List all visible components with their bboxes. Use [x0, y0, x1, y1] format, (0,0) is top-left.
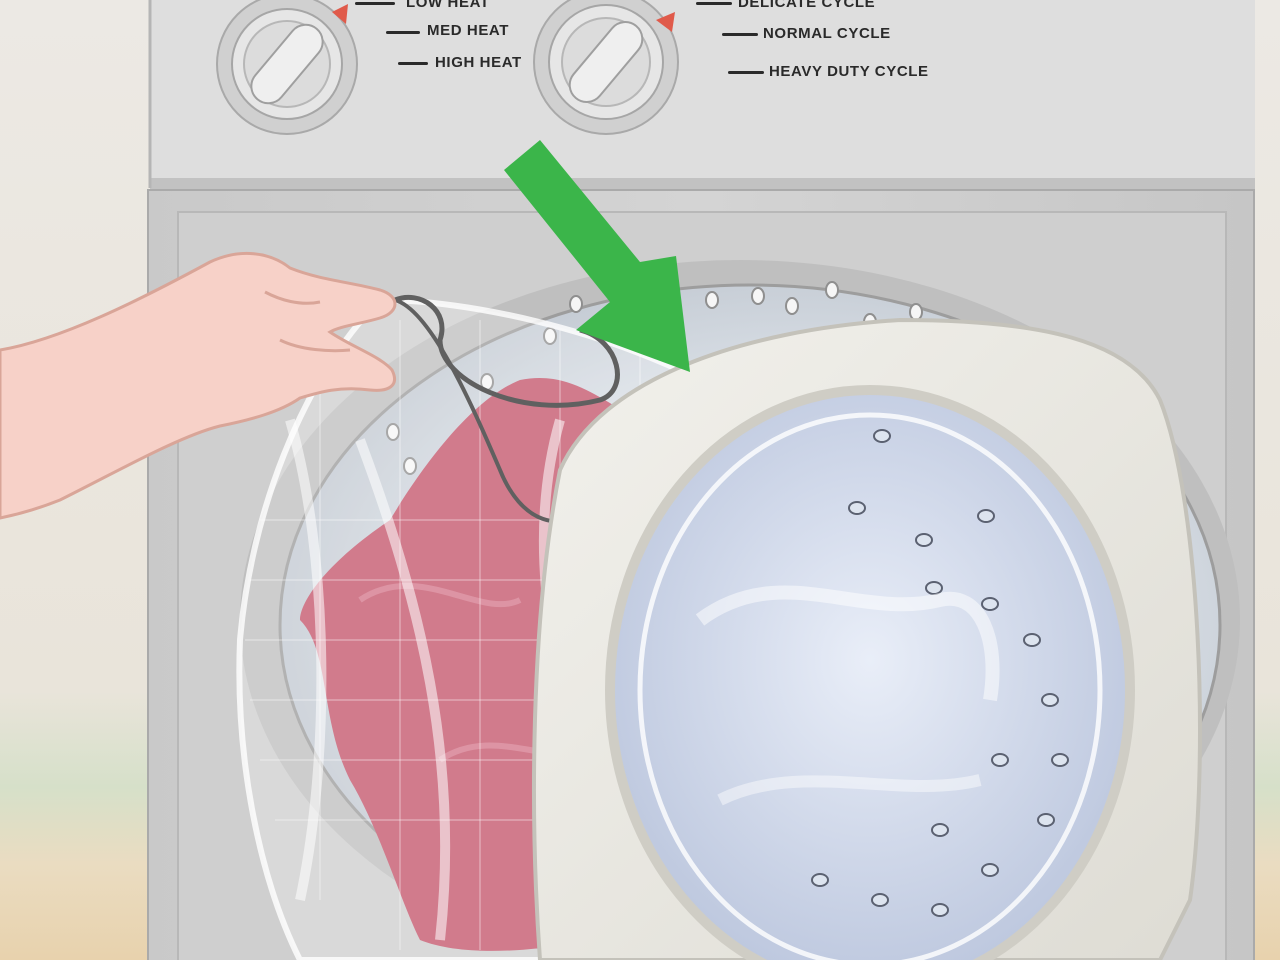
- heat-option-high: HIGH HEAT: [435, 54, 522, 71]
- cycle-dial[interactable]: [533, 0, 679, 135]
- washer-door[interactable]: [532, 317, 1202, 960]
- cycle-option-heavy-duty: HEAVY DUTY CYCLE: [769, 63, 929, 80]
- downward-arrow-icon: [504, 140, 690, 372]
- hand: [0, 251, 397, 520]
- dial-marker-icon: [332, 4, 348, 24]
- cycle-option-normal: NORMAL CYCLE: [763, 25, 891, 42]
- label-tick: [728, 71, 764, 74]
- label-tick: [398, 62, 428, 65]
- dial-marker-icon: [656, 12, 675, 32]
- heat-option-low: LOW HEAT: [406, 0, 490, 11]
- heat-dial[interactable]: [216, 0, 358, 135]
- door-window: [605, 385, 1135, 960]
- cycle-option-delicate: DELICATE CYCLE: [738, 0, 876, 11]
- label-tick: [386, 31, 420, 34]
- label-tick: [355, 2, 395, 5]
- label-tick: [722, 33, 758, 36]
- label-tick: [696, 2, 732, 5]
- heat-option-med: MED HEAT: [427, 22, 510, 39]
